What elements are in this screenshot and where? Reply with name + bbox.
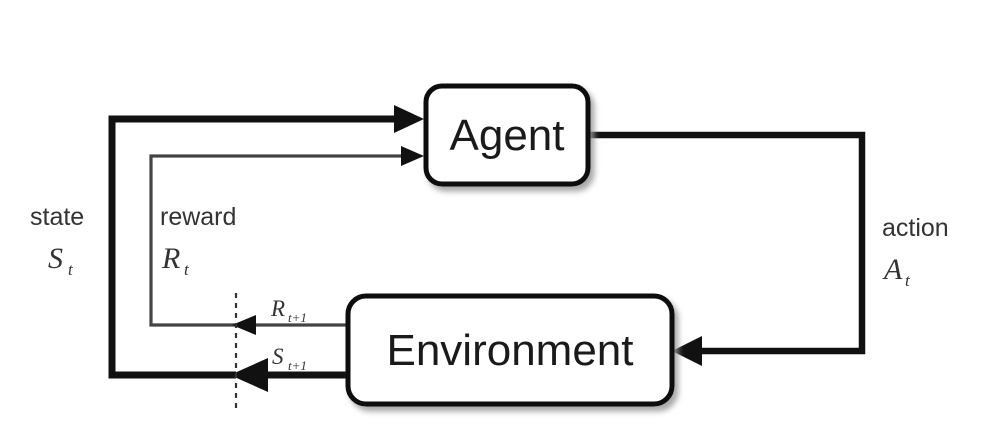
reward-label: reward xyxy=(160,203,236,231)
state-label: state xyxy=(30,203,84,231)
edge-reward-next xyxy=(232,315,350,335)
edge-action xyxy=(588,131,866,366)
state-next-symbol-group: S t+1 xyxy=(272,344,307,373)
agent-label: Agent xyxy=(450,111,565,160)
state-next-symbol: S xyxy=(272,344,284,369)
environment-box[interactable] xyxy=(345,293,675,407)
reward-next-subscript: t+1 xyxy=(288,310,307,325)
reward-symbol-group: R t xyxy=(161,242,190,279)
edge-reward-feedback xyxy=(149,146,424,327)
action-symbol-group: A t xyxy=(882,253,911,290)
action-subscript: t xyxy=(905,271,911,290)
action-label: action xyxy=(882,214,949,242)
reward-next-symbol: R xyxy=(270,296,285,321)
state-next-arrowhead-icon xyxy=(230,358,268,392)
reward-subscript: t xyxy=(184,260,190,279)
environment-label: Environment xyxy=(386,326,633,375)
reward-next-arrowhead-icon xyxy=(232,315,256,335)
action-symbol: A xyxy=(882,253,903,286)
edge-state-next xyxy=(230,358,350,392)
reward-arrowhead-icon xyxy=(401,146,424,166)
state-arrowhead-icon xyxy=(394,105,424,133)
state-next-subscript: t+1 xyxy=(288,358,307,373)
agent-box[interactable] xyxy=(423,83,591,187)
action-arrowhead-icon xyxy=(672,336,702,366)
state-symbol-group: S t xyxy=(48,242,74,279)
node-environment[interactable]: Environment xyxy=(345,293,675,407)
reward-symbol: R xyxy=(161,242,180,275)
state-subscript: t xyxy=(68,260,74,279)
state-symbol: S xyxy=(48,242,63,275)
edge-state-feedback xyxy=(108,105,424,379)
node-agent[interactable]: Agent xyxy=(423,83,591,187)
reward-next-symbol-group: R t+1 xyxy=(270,296,307,325)
